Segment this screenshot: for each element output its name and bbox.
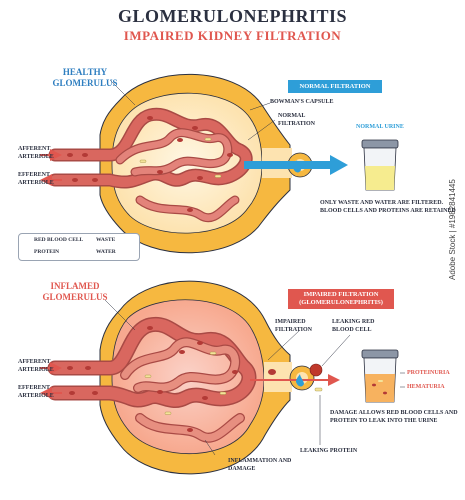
afferent-label-healthy: AFFERENT ARTERIOLE <box>18 146 54 160</box>
efferent-label-healthy: EFFERENT ARTERIOLE <box>18 172 54 186</box>
impaired-filtration-label: IMPAIRED FILTRATION <box>275 319 313 333</box>
water-drop-inflamed-icon <box>296 374 304 387</box>
page-subtitle: IMPAIRED KIDNEY FILTRATION <box>123 28 342 43</box>
stock-watermark: Adobe Stock | #1982841445 <box>448 179 457 280</box>
legend-waste: WASTE <box>96 237 116 243</box>
legend-rbc: RED BLOOD CELL <box>34 237 84 243</box>
inflamed-blood-cells <box>67 326 276 432</box>
healthy-proteins <box>139 137 222 178</box>
legend-protein: PROTEIN <box>34 249 60 255</box>
healthy-blood-cells <box>67 116 233 212</box>
inflammation-label: INFLAMMATION AND DAMAGE <box>228 458 292 472</box>
proteinuria-label: PROTEINURIA <box>407 370 450 376</box>
leaking-protein-label: LEAKING PROTEIN <box>300 448 358 454</box>
leader-lines <box>104 79 405 456</box>
normal-filtration-label: NORMAL FILTRATION <box>278 113 316 127</box>
inflamed-section-label: INFLAMED GLOMERULUS <box>42 281 108 302</box>
legend-water: WATER <box>96 249 116 255</box>
inflamed-proteins <box>144 351 323 415</box>
impaired-filtration-box: IMPAIRED FILTRATION (GLOMERULONEPHRITIS) <box>288 289 394 309</box>
bowmans-capsule-label: BOWMAN'S CAPSULE <box>270 99 334 105</box>
hematuria-label: HEMATURIA <box>407 384 445 390</box>
normal-urine-label: NORMAL URINE <box>356 124 404 130</box>
urine-cup-abnormal <box>361 349 399 403</box>
page-title: GLOMERULONEPHRITIS <box>117 6 348 26</box>
efferent-label-inflamed: EFFERENT ARTERIOLE <box>18 385 54 399</box>
afferent-label-inflamed: AFFERENT ARTERIOLE <box>18 359 54 373</box>
inflamed-capillaries <box>47 316 257 443</box>
water-drop-icon <box>293 160 301 173</box>
legend <box>18 233 140 261</box>
healthy-section-label: HEALTHY GLOMERULUS <box>52 67 118 88</box>
inflamed-note: DAMAGE ALLOWS RED BLOOD CELLS AND PROTEI… <box>330 410 458 424</box>
healthy-note: ONLY WASTE AND WATER ARE FILTERED. BLOOD… <box>320 200 456 214</box>
leaking-rbc-icon <box>309 363 323 377</box>
urine-cup-normal <box>361 139 399 191</box>
filtration-arrowhead-healthy <box>330 155 348 175</box>
leaking-rbc-label: LEAKING RED BLOOD CELL <box>332 319 375 333</box>
normal-filtration-box: NORMAL FILTRATION <box>288 80 382 93</box>
